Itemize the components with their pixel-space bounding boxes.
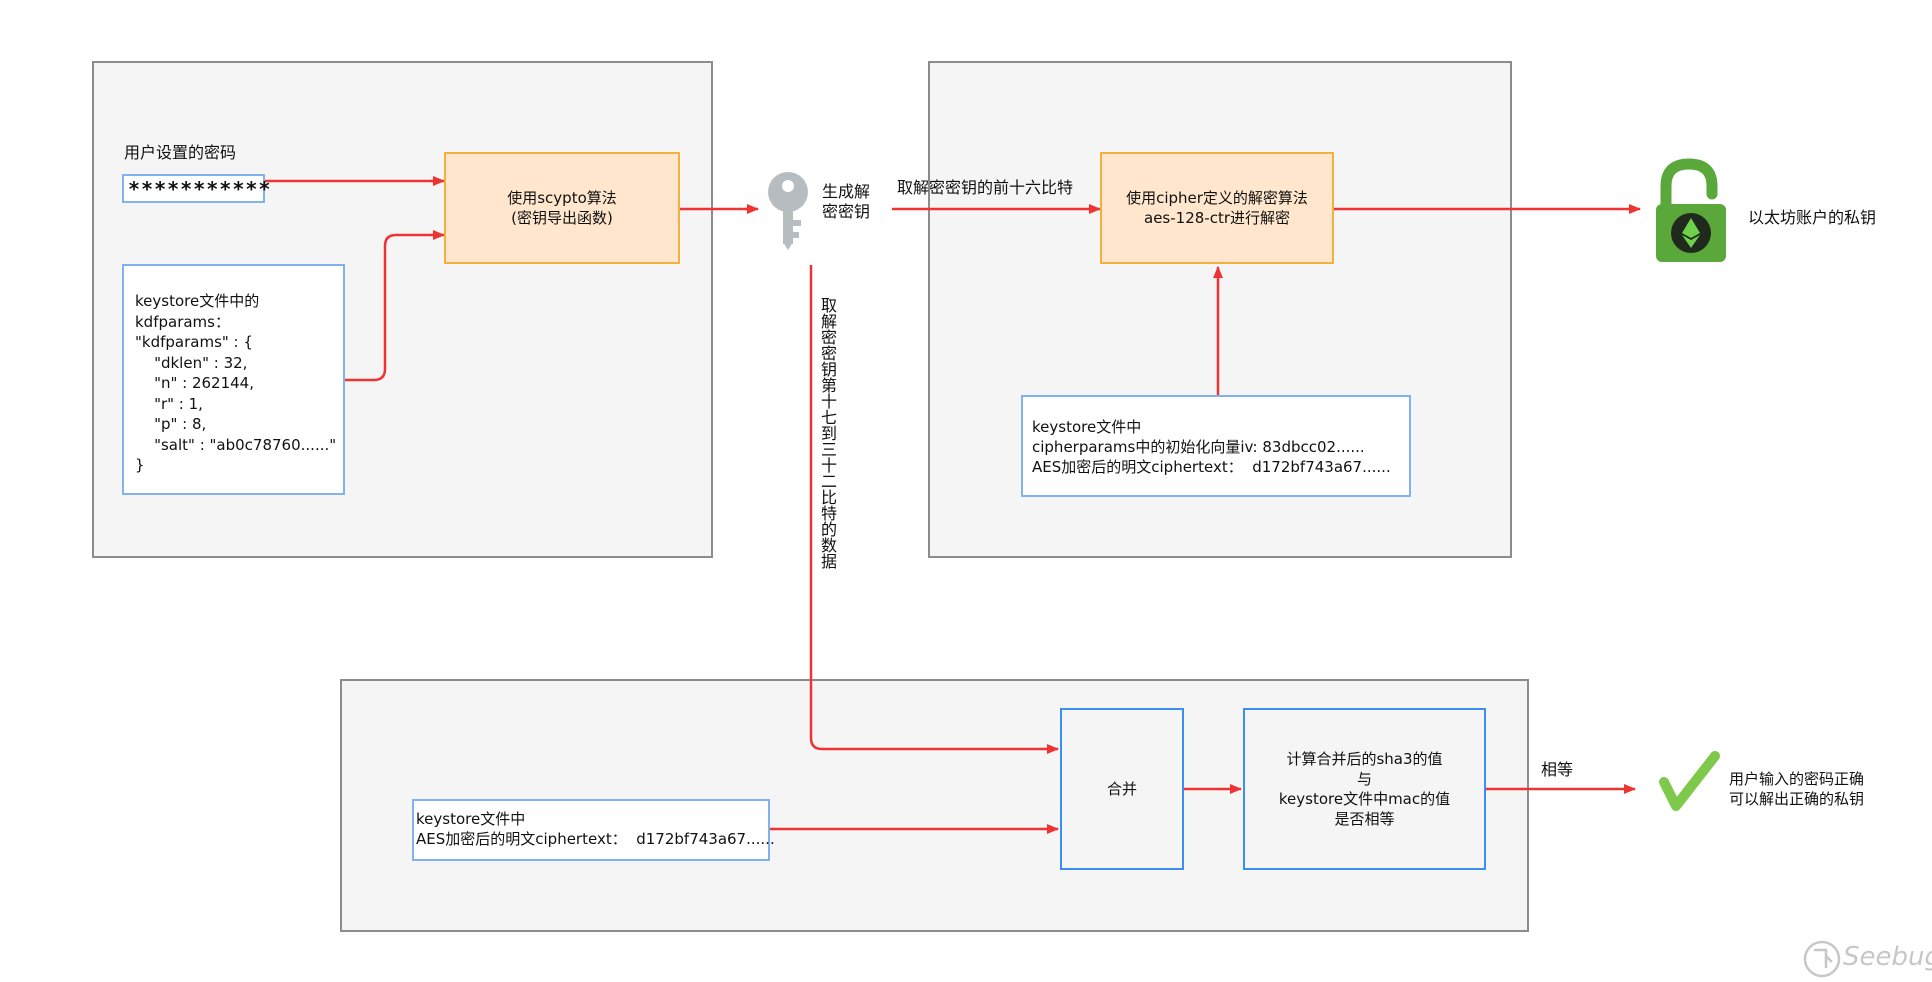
arrow-kdfparams-to-scrypt bbox=[345, 230, 445, 382]
equal-label: 相等 bbox=[1541, 760, 1574, 779]
merge-box: 合并 bbox=[1060, 708, 1184, 870]
seebug-watermark: Seebug bbox=[1843, 942, 1932, 972]
sha3-compare-box: 计算合并后的sha3的值 与 keystore文件中mac的值 是否相等 bbox=[1243, 708, 1486, 870]
ciphertext-text: keystore文件中 AES加密后的明文ciphertext： d172bf7… bbox=[416, 810, 775, 848]
arrow-key-to-merge bbox=[809, 265, 1059, 754]
key-label: 生成解 密密钥 bbox=[822, 182, 871, 221]
key-icon bbox=[768, 172, 808, 250]
seebug-logo-icon bbox=[1803, 940, 1841, 978]
result-label: 用户输入的密码正确 可以解出正确的私钥 bbox=[1729, 770, 1865, 808]
ciphertext-box: keystore文件中 AES加密后的明文ciphertext： d172bf7… bbox=[412, 799, 775, 861]
last16-label: 取解密密钥第十七到三十二比特的数据 bbox=[818, 297, 837, 569]
unlocked-padlock-icon bbox=[1656, 158, 1726, 262]
password-label: 用户设置的密码 bbox=[124, 143, 237, 162]
first16-label: 取解密密钥的前十六比特 bbox=[897, 178, 1074, 197]
password-field: *********** bbox=[122, 174, 270, 203]
cipherparams-box: keystore文件中 cipherparams中的初始化向量iv: 83dbc… bbox=[1021, 395, 1411, 497]
check-mark-icon bbox=[1659, 751, 1720, 811]
cipher-decrypt-box: 使用cipher定义的解密算法 aes-128-ctr进行解密 bbox=[1100, 152, 1334, 264]
private-key-label: 以太坊账户的私钥 bbox=[1748, 208, 1877, 227]
kdfparams-text: keystore文件中的 kdfparams： "kdfparams" : { … bbox=[135, 292, 337, 474]
kdfparams-box: keystore文件中的 kdfparams： "kdfparams" : { … bbox=[122, 264, 345, 495]
cipherparams-text: keystore文件中 cipherparams中的初始化向量iv: 83dbc… bbox=[1032, 418, 1391, 476]
scrypt-box: 使用scypto算法 (密钥导出函数) bbox=[444, 152, 680, 264]
